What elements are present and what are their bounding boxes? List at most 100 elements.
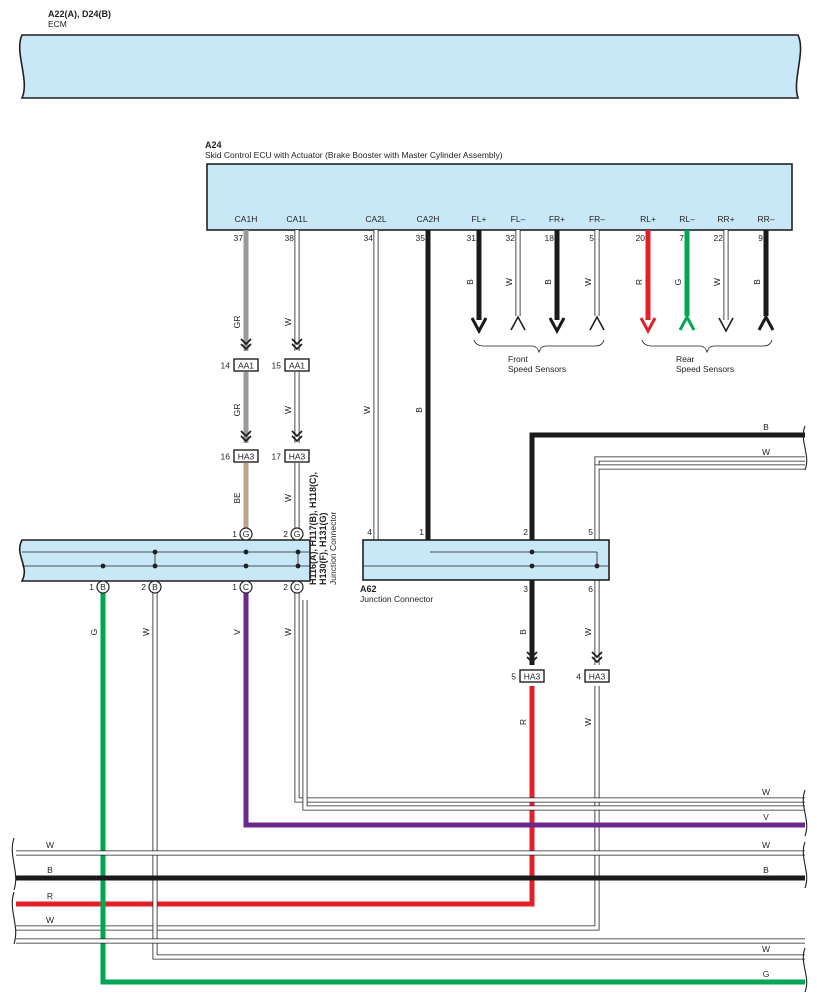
break-right-bottom bbox=[802, 947, 808, 993]
sensor-arrow-1 bbox=[510, 315, 526, 331]
break-right-mid bbox=[802, 789, 808, 837]
right-b-upper-label: B bbox=[763, 422, 769, 432]
terminal-4-pin: 31 bbox=[467, 233, 477, 243]
chevron-ca1l-1 bbox=[291, 338, 303, 351]
sensor-wire-label-0: B bbox=[465, 279, 475, 285]
ca1l-bot-label: W bbox=[283, 494, 293, 502]
a62-3-label: B bbox=[518, 629, 528, 635]
right-w-upper-label: W bbox=[762, 447, 770, 457]
jc-h-bottom-pin-3: C bbox=[290, 580, 304, 594]
terminal-5-name: FL– bbox=[511, 214, 526, 224]
terminal-1-name: CA1L bbox=[286, 214, 308, 224]
hc1-wire bbox=[243, 592, 805, 828]
conn-ha3-17-name: HA3 bbox=[289, 452, 306, 462]
ca2l-label: W bbox=[362, 406, 372, 414]
jc-h-bottom-pin-2-num: 1 bbox=[232, 582, 237, 592]
sensor-arrow-6 bbox=[718, 317, 734, 333]
terminal-2-name: CA2L bbox=[365, 214, 387, 224]
terminal-0-pin: 37 bbox=[234, 233, 244, 243]
chevron-ca1h-2 bbox=[240, 430, 252, 443]
right-w3-label: W bbox=[762, 944, 770, 954]
rear-sensors-line2: Speed Sensors bbox=[676, 364, 734, 374]
terminal-1-pin: 38 bbox=[285, 233, 295, 243]
hb1-label: G bbox=[89, 629, 99, 636]
a62-pin2-wire bbox=[529, 432, 805, 540]
jc-h-pin-g1-letter: G bbox=[243, 529, 250, 539]
jc-h-bottom-pin-2-letter: C bbox=[243, 582, 249, 592]
front-sensors-line1: Front bbox=[508, 354, 528, 364]
conn-ha3-17-pin: 17 bbox=[272, 452, 282, 462]
jc-h-bottom-pin-1-num: 2 bbox=[141, 582, 146, 592]
terminal-7-pin: 5 bbox=[589, 233, 594, 243]
sensor-arrow-2 bbox=[548, 317, 566, 335]
jc-h-pin-g2: G bbox=[290, 527, 304, 541]
right-w1-label: W bbox=[762, 787, 770, 797]
jc-h-bottom-pin-0-num: 1 bbox=[89, 582, 94, 592]
a62-bottom-pin-1: 6 bbox=[588, 584, 593, 594]
break-left-lower bbox=[11, 891, 17, 945]
ha3-5-wire bbox=[16, 686, 535, 907]
sensor-wire-label-4: R bbox=[634, 279, 644, 285]
a62-pin5-ret bbox=[594, 464, 805, 475]
sensor-arrow-4 bbox=[639, 317, 657, 335]
terminal-0-name: CA1H bbox=[235, 214, 258, 224]
sensor-arrow-0 bbox=[470, 317, 488, 335]
ca2h-label: B bbox=[414, 407, 424, 413]
a62-top-pin-3: 5 bbox=[588, 527, 593, 537]
sensor-wire-label-7: B bbox=[752, 279, 762, 285]
terminal-9-pin: 7 bbox=[679, 233, 684, 243]
ca1h-mid-label: GR bbox=[232, 404, 242, 417]
right-w2-label: W bbox=[762, 840, 770, 850]
jc-h-line2: H130(F), H131(G) bbox=[318, 512, 328, 585]
ca1h-top-label: GR bbox=[232, 316, 242, 329]
conn-ha3-16-pin: 16 bbox=[221, 452, 231, 462]
right-v-label: V bbox=[763, 812, 769, 822]
jc-h-bottom-pin-2: C bbox=[239, 580, 253, 594]
jc-h-line3: Junction Connector bbox=[328, 512, 338, 585]
ecm-name: ECM bbox=[48, 19, 67, 29]
terminal-3-name: CA2H bbox=[417, 214, 440, 224]
left-w2-label: W bbox=[46, 915, 54, 925]
conn-aa1-14-name: AA1 bbox=[238, 361, 254, 371]
a62-top-pin-1: 1 bbox=[419, 527, 424, 537]
break-right-low bbox=[802, 841, 808, 889]
jc-h-pin-g2-num: 2 bbox=[283, 529, 288, 539]
terminal-11-pin: 9 bbox=[758, 233, 763, 243]
a62-top-pin-2: 2 bbox=[523, 527, 528, 537]
hc2-label: W bbox=[283, 628, 293, 636]
ecm-box bbox=[18, 34, 802, 99]
terminal-10-pin: 22 bbox=[714, 233, 724, 243]
front-sensors-line2: Speed Sensors bbox=[508, 364, 566, 374]
sensor-wire-label-3: W bbox=[583, 278, 593, 286]
sensor-wire-label-6: W bbox=[712, 278, 722, 286]
conn-aa1-15-name: AA1 bbox=[289, 361, 305, 371]
ecm-id: A22(A), D24(B) bbox=[48, 9, 111, 19]
jc-h-box bbox=[18, 539, 311, 582]
sensor-wire-label-1: W bbox=[504, 278, 514, 286]
sensor-wire-label-2: B bbox=[543, 279, 553, 285]
jc-h-bottom-pin-0-letter: B bbox=[100, 582, 106, 592]
a62-top-pin-0: 4 bbox=[367, 527, 372, 537]
terminal-11-name: RR– bbox=[757, 214, 774, 224]
jc-h-line1: H116(A), H117(B), H118(C), bbox=[308, 472, 318, 585]
a62-name: Junction Connector bbox=[360, 594, 433, 604]
right-b-label: B bbox=[763, 865, 769, 875]
hc2-wire bbox=[294, 592, 805, 803]
hb2-label: W bbox=[141, 628, 151, 636]
terminal-6-name: FR+ bbox=[549, 214, 565, 224]
jc-h-pin-g2-letter: G bbox=[294, 529, 301, 539]
rear-sensors-line1: Rear bbox=[676, 354, 695, 364]
a62-id: A62 bbox=[360, 584, 377, 594]
a62-pin5-wire bbox=[594, 456, 805, 540]
conn-ha3-16-name: HA3 bbox=[238, 452, 255, 462]
rear-speed-sensors: Rear Speed Sensors bbox=[641, 339, 773, 374]
terminal-9-name: RL– bbox=[679, 214, 695, 224]
a62-bottom-pin-0: 3 bbox=[523, 584, 528, 594]
terminal-6-pin: 18 bbox=[545, 233, 555, 243]
right-g-label: G bbox=[763, 969, 770, 979]
junction-connector-h: H116(A), H117(B), H118(C), H130(F), H131… bbox=[18, 472, 338, 585]
